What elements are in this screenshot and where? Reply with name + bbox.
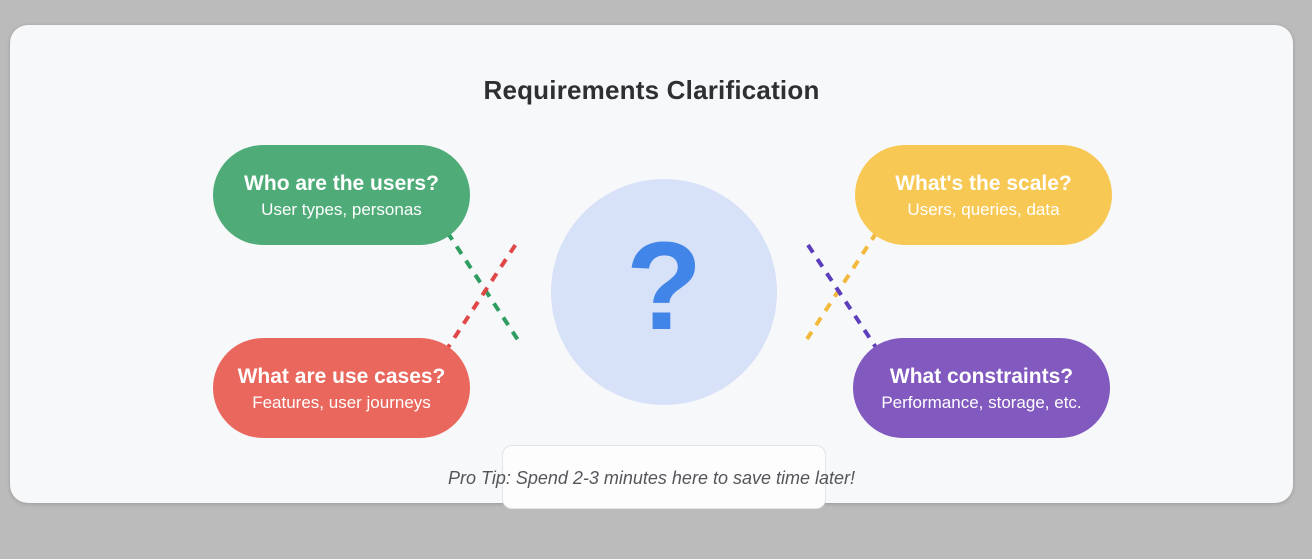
connector-users-line — [436, 216, 520, 342]
bubble-who-are-users: Who are the users? User types, personas — [213, 145, 470, 245]
bubble-heading: What constraints? — [889, 364, 1074, 388]
diagram-card: Requirements Clarification Who are the u… — [10, 25, 1293, 509]
pro-tip-text: Pro Tip: Spend 2-3 minutes here to save … — [447, 468, 856, 488]
bubble-scale: What's the scale? Users, queries, data — [855, 145, 1112, 245]
bubble-constraints: What constraints? Performance, storage, … — [853, 338, 1110, 438]
connector-constraints-line — [806, 243, 881, 354]
connector-use-cases-line — [443, 242, 518, 354]
bubble-use-cases: What are use cases? Features, user journ… — [213, 338, 470, 438]
bubble-heading: What's the scale? — [895, 171, 1072, 195]
question-mark-icon: ? — [625, 216, 703, 356]
bubble-heading: What are use cases? — [237, 364, 446, 388]
pro-tip-box — [502, 445, 826, 509]
bubble-subtitle: Users, queries, data — [907, 199, 1060, 219]
diagram-title: Requirements Clarification — [483, 75, 820, 105]
app-background: Requirements Clarification Who are the u… — [10, 25, 1293, 509]
bubble-subtitle: Features, user journeys — [252, 392, 431, 412]
connector-scale-line — [805, 216, 888, 341]
bubble-heading: Who are the users? — [244, 171, 439, 195]
question-circle: ? — [551, 179, 777, 405]
bubble-subtitle: Performance, storage, etc. — [881, 392, 1082, 412]
bubble-subtitle: User types, personas — [261, 199, 422, 219]
